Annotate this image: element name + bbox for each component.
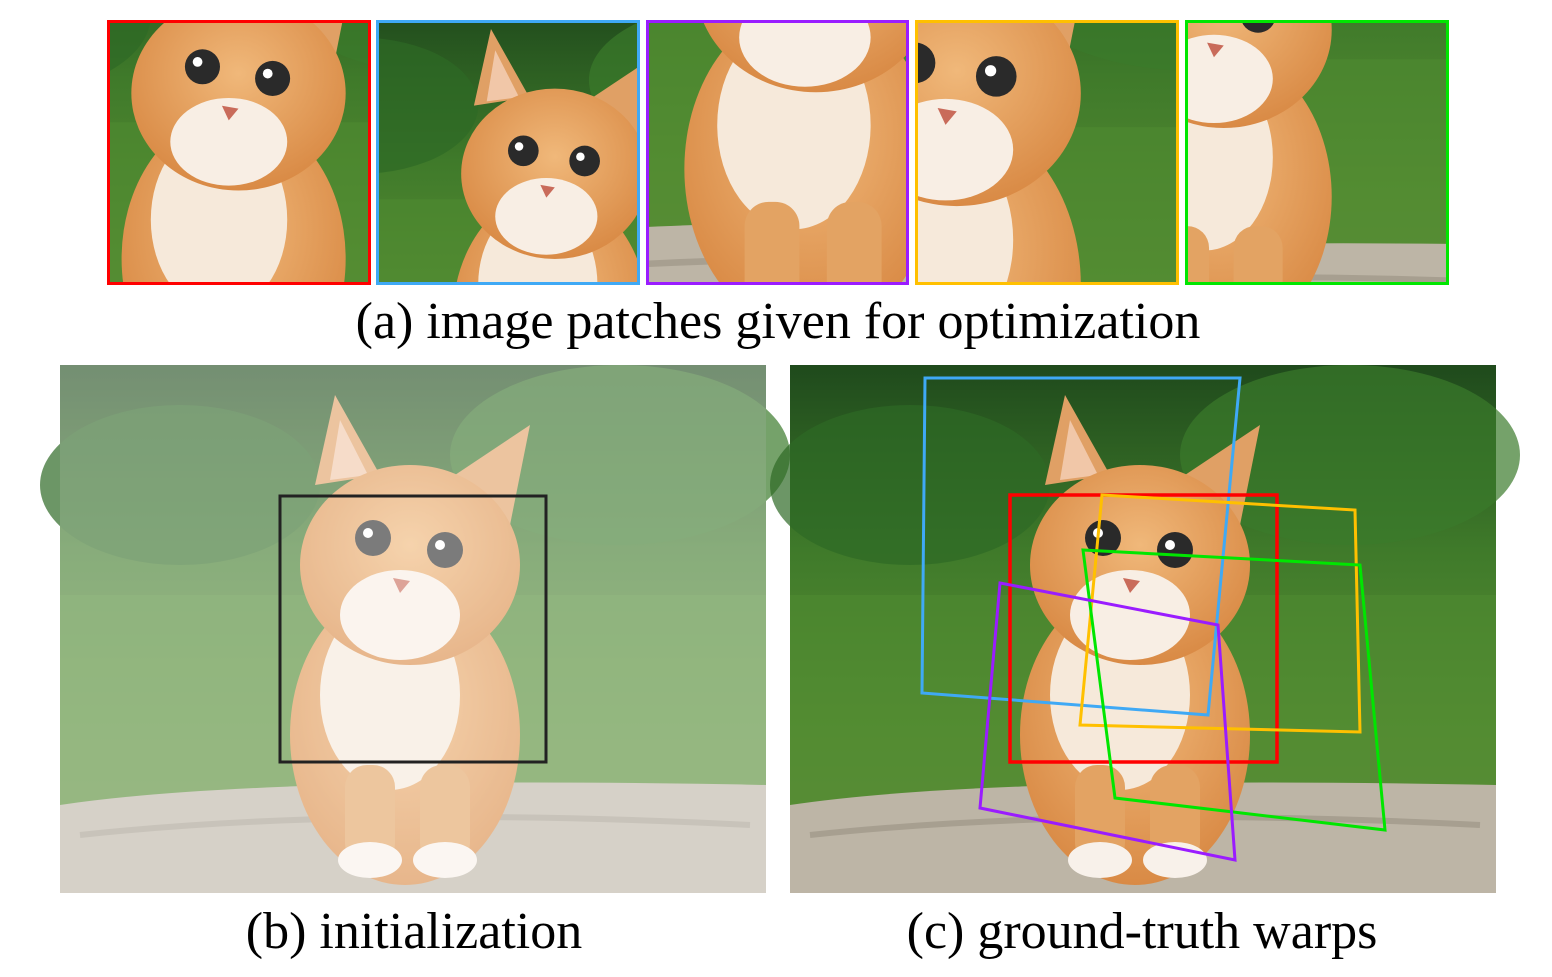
patches-row xyxy=(107,20,1449,285)
caption-b: (b) initialization xyxy=(246,903,582,960)
patch-yellow-border xyxy=(915,20,1179,285)
warp-red xyxy=(1008,493,1279,764)
patch-green-border xyxy=(1185,20,1449,285)
warp-purple xyxy=(978,581,1237,862)
patch-red-border xyxy=(107,20,371,285)
init-box xyxy=(278,494,548,764)
warp-blue xyxy=(920,376,1242,717)
warp-green xyxy=(1081,548,1387,832)
caption-c: (c) ground-truth warps xyxy=(907,903,1378,960)
ground-truth-image xyxy=(770,365,1520,893)
initialization-image xyxy=(40,365,790,893)
warp-yellow xyxy=(1078,493,1362,734)
patch-purple-border xyxy=(646,20,909,285)
patch-blue-border xyxy=(376,20,640,285)
caption-a: (a) image patches given for optimization xyxy=(356,293,1201,350)
